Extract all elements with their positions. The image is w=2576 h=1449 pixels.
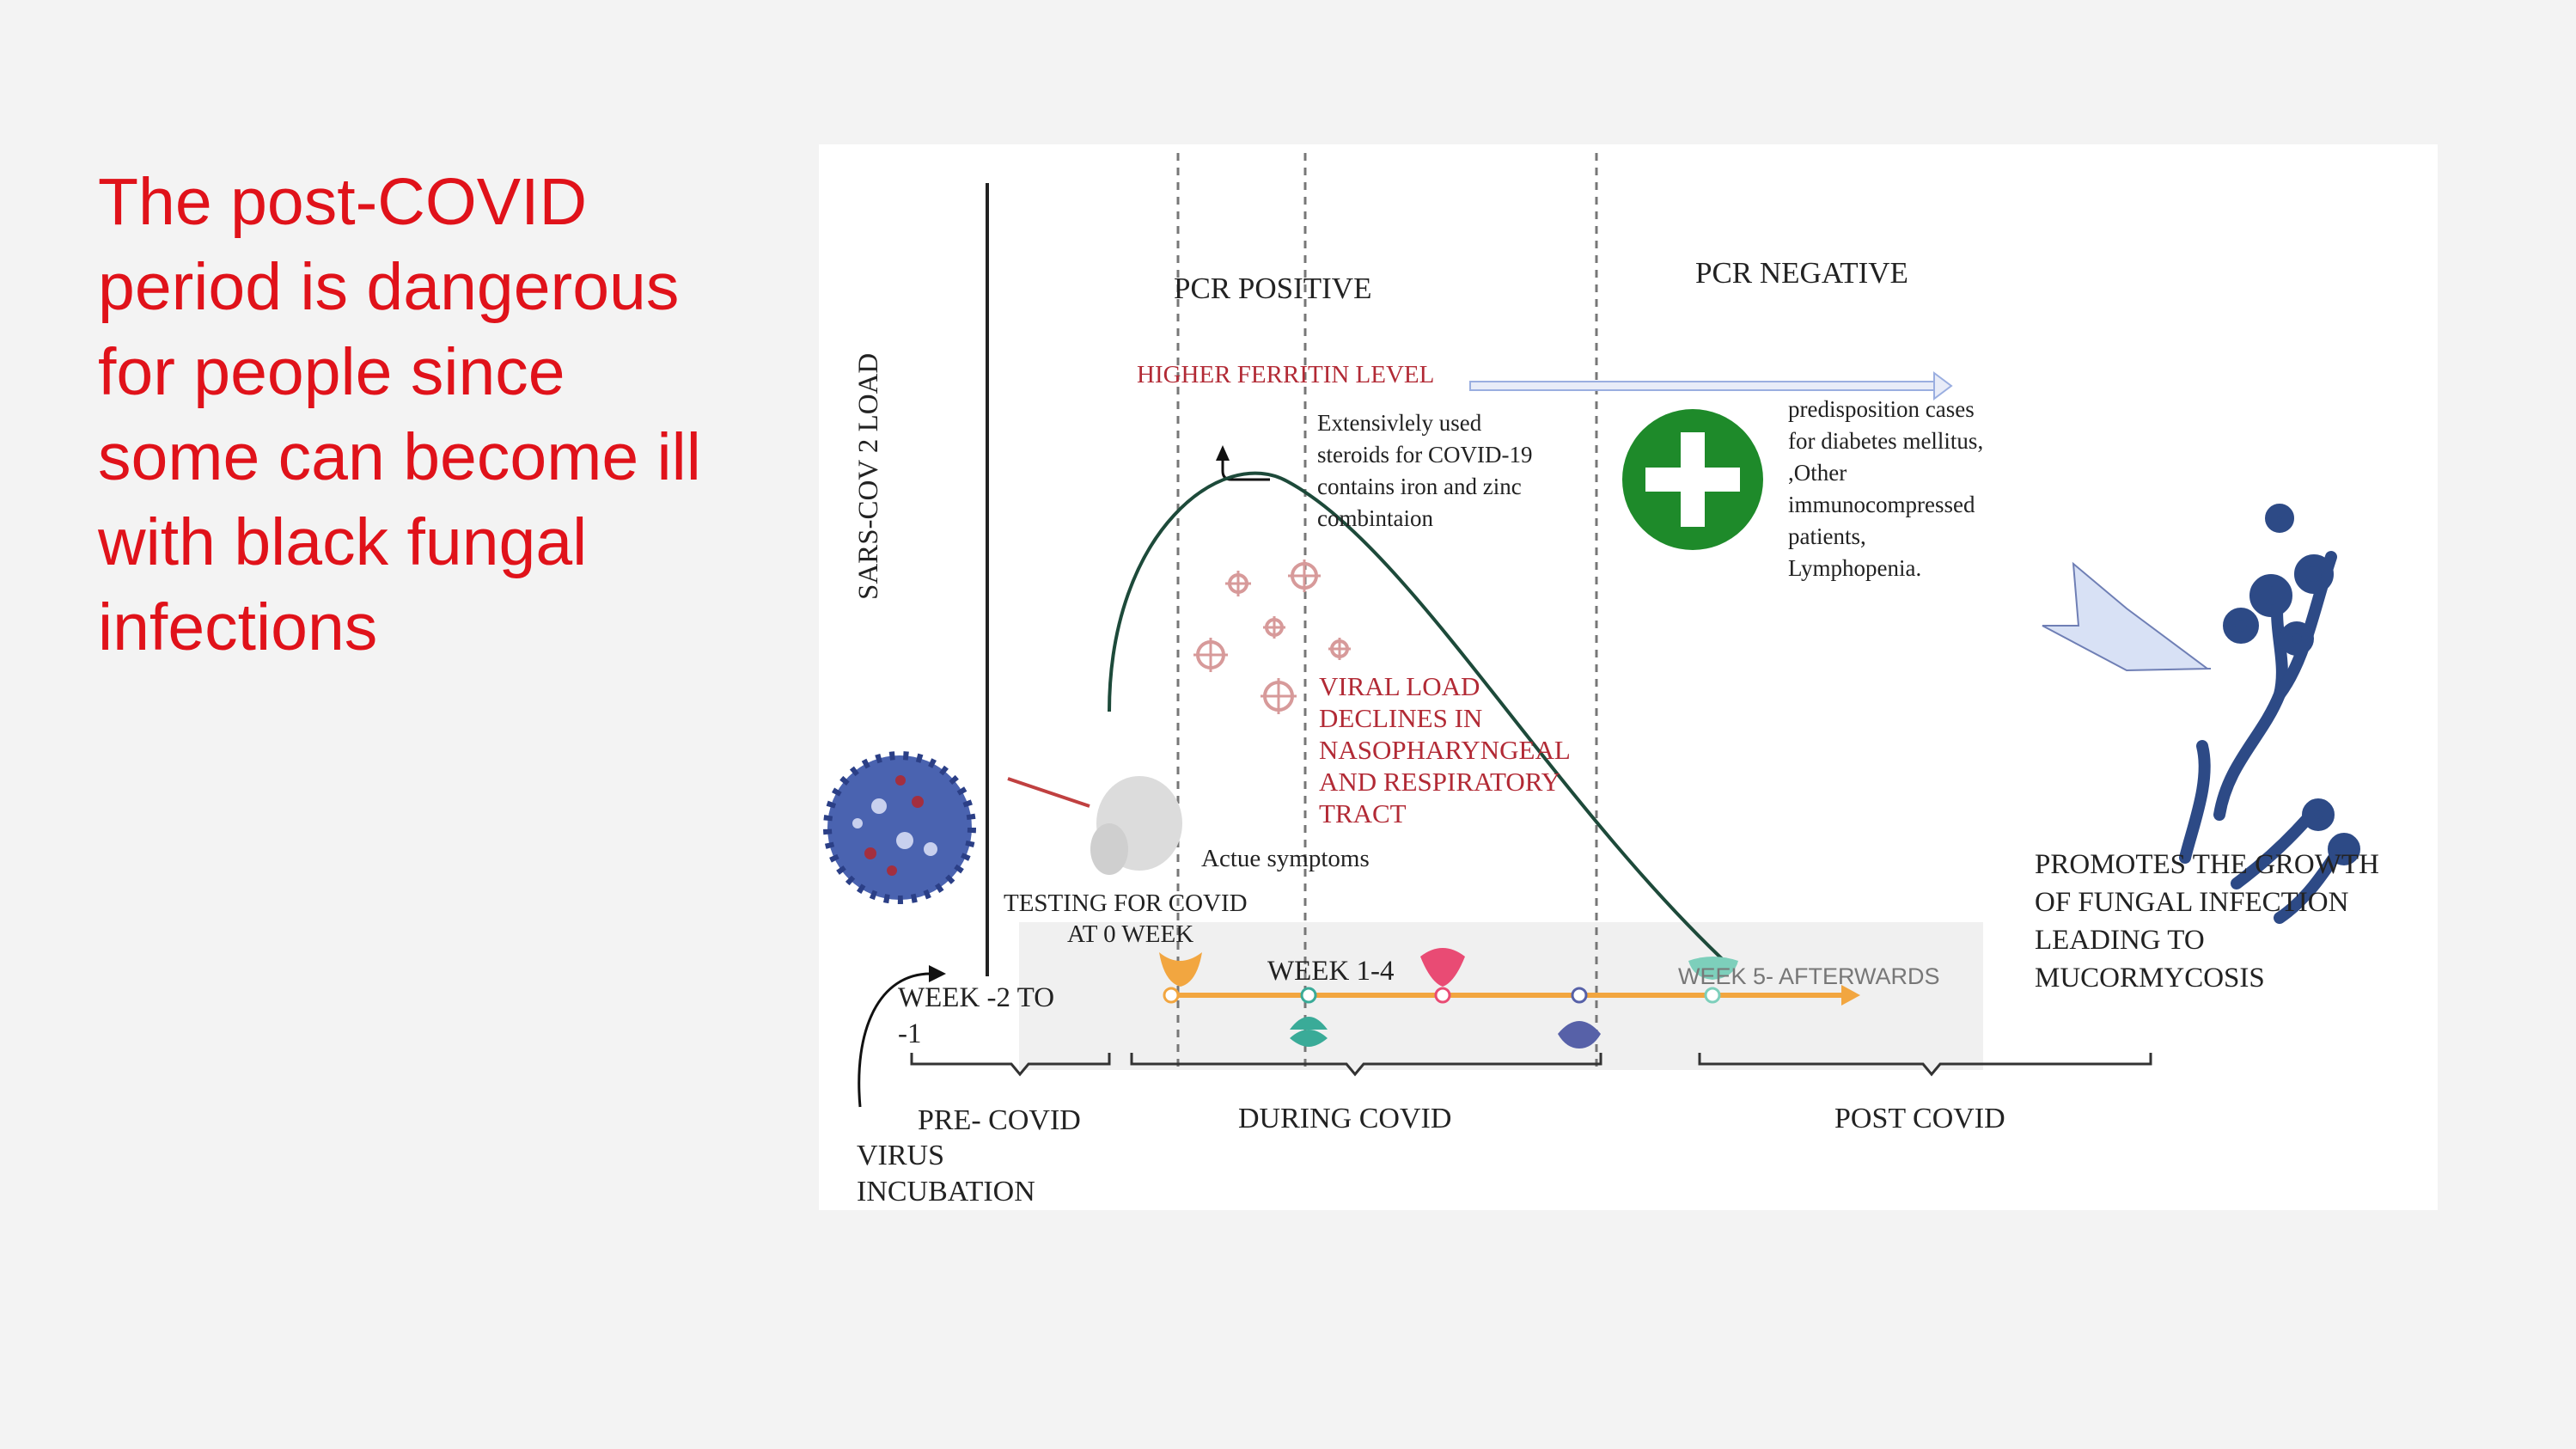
virus-incubation-label: VIRUS INCUBATION — [857, 1138, 1035, 1210]
note-line: VIRUS — [857, 1140, 945, 1171]
virus-spikes — [1193, 559, 1351, 714]
arrow-chevron-icon — [2042, 561, 2212, 672]
period-brackets — [910, 1053, 2152, 1077]
ferritin-label: HIGHER FERRITIN LEVEL — [1137, 361, 1435, 388]
note-line: steroids for COVID-19 — [1317, 442, 1533, 468]
incubation-arrowhead — [929, 965, 946, 982]
slide-caption: The post-COVID period is dangerous for p… — [98, 160, 803, 670]
predisposition-note: predisposition cases for diabetes mellit… — [1788, 394, 1983, 584]
coronavirus-icon — [823, 751, 976, 904]
viral-load-curve — [1108, 471, 1733, 969]
during-covid-label: DURING COVID — [1238, 1103, 1452, 1134]
note-line: Extensivlely used — [1317, 410, 1482, 436]
caption-line: some can become ill — [98, 420, 701, 494]
week-pre-label: WEEK -2 TO -1 — [898, 980, 1054, 1052]
note-line: PROMOTES THE GROWTH — [2035, 849, 2379, 880]
mucor-fungus-icon — [2179, 504, 2360, 924]
testing-label: TESTING FOR COVID AT 0 WEEK — [1004, 888, 1248, 950]
note-line: predisposition cases — [1788, 396, 1975, 422]
ferritin-arrow — [1469, 371, 1953, 400]
nasal-swab-head-icon — [1007, 776, 1182, 875]
note-line: MUCORMYCOSIS — [2035, 963, 2265, 994]
timeline-arrowhead — [1841, 985, 1860, 1006]
pointer-arrowhead — [1216, 445, 1230, 461]
note-line: patients, — [1788, 523, 1866, 549]
note-line: AT 0 WEEK — [1067, 920, 1194, 948]
note-line: ,Other — [1788, 460, 1847, 486]
note-line: INCUBATION — [857, 1176, 1035, 1208]
caption-line: period is dangerous — [98, 250, 680, 324]
note-line: TESTING FOR COVID — [1004, 890, 1248, 917]
promotes-note: PROMOTES THE GROWTH OF FUNGAL INFECTION … — [2035, 846, 2379, 997]
note-line: VIRAL LOAD — [1319, 671, 1480, 701]
medical-cross-icon — [1622, 409, 1763, 550]
note-line: NASOPHARYNGEAL — [1319, 735, 1571, 765]
week-1-4-label: WEEK 1-4 — [1267, 956, 1395, 987]
pcr-negative-label: PCR NEGATIVE — [1695, 256, 1908, 290]
pre-covid-label: PRE- COVID — [918, 1104, 1081, 1136]
note-line: AND RESPIRATORY — [1319, 767, 1561, 797]
acute-symptoms-label: Actue symptoms — [1201, 845, 1370, 872]
week-5-label: WEEK 5- AFTERWARDS — [1678, 963, 1940, 989]
caption-line: for people since — [98, 335, 565, 409]
covid-mucormycosis-diagram: SARS-COV 2 LOAD PCR POSITIVE PCR NEGATIV… — [819, 144, 2438, 1210]
note-line: -1 — [898, 1018, 922, 1049]
caption-line: infections — [98, 590, 378, 664]
timeline-markers — [1159, 948, 1738, 1049]
note-line: TRACT — [1319, 798, 1407, 828]
y-axis-label: SARS-COV 2 LOAD — [853, 352, 884, 600]
note-line: WEEK -2 TO — [898, 982, 1055, 1013]
caption-line: The post-COVID — [98, 165, 588, 239]
viral-load-note: VIRAL LOAD DECLINES IN NASOPHARYNGEAL AN… — [1319, 670, 1571, 829]
note-line: for diabetes mellitus, — [1788, 428, 1984, 454]
incubation-arrow — [858, 972, 931, 1108]
note-line: LEADING TO — [2035, 925, 2205, 956]
steroids-note: Extensivlely used steroids for COVID-19 … — [1317, 407, 1532, 535]
note-line: combintaion — [1317, 505, 1433, 531]
note-line: Lymphopenia. — [1788, 555, 1922, 581]
caption-line: with black fungal — [98, 505, 588, 579]
diagram-graphics — [823, 153, 2360, 1108]
post-covid-label: POST COVID — [1834, 1103, 2005, 1134]
note-line: immunocompressed — [1788, 492, 1975, 517]
note-line: OF FUNGAL INFECTION — [2035, 887, 2349, 918]
pcr-positive-label: PCR POSITIVE — [1174, 272, 1372, 305]
note-line: DECLINES IN — [1319, 703, 1483, 733]
note-line: contains iron and zinc — [1317, 474, 1522, 499]
